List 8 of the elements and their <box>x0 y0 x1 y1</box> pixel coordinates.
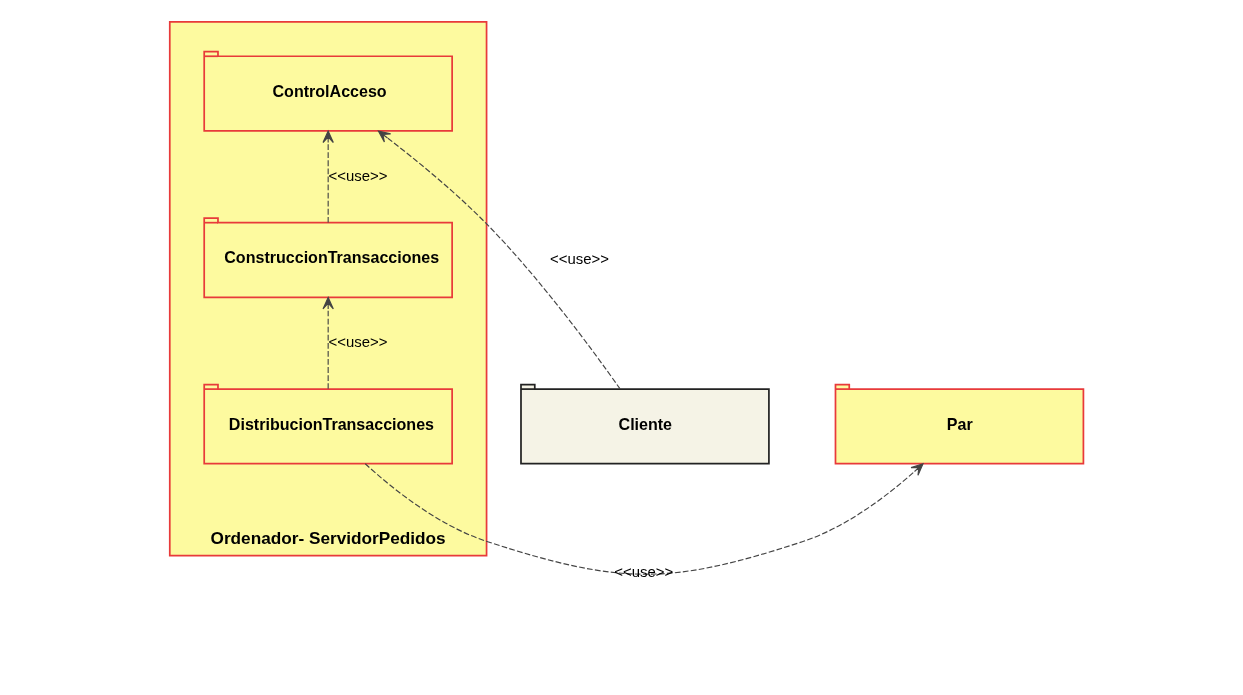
edge-label: <<use>> <box>549 249 609 267</box>
edge-label: <<use>> <box>613 562 673 580</box>
edge-label: <<use>> <box>328 166 387 184</box>
arrow <box>321 130 334 223</box>
arrow <box>377 130 621 390</box>
arrow <box>364 463 924 575</box>
arrow <box>321 296 334 390</box>
edge-label: <<use>> <box>328 333 387 351</box>
